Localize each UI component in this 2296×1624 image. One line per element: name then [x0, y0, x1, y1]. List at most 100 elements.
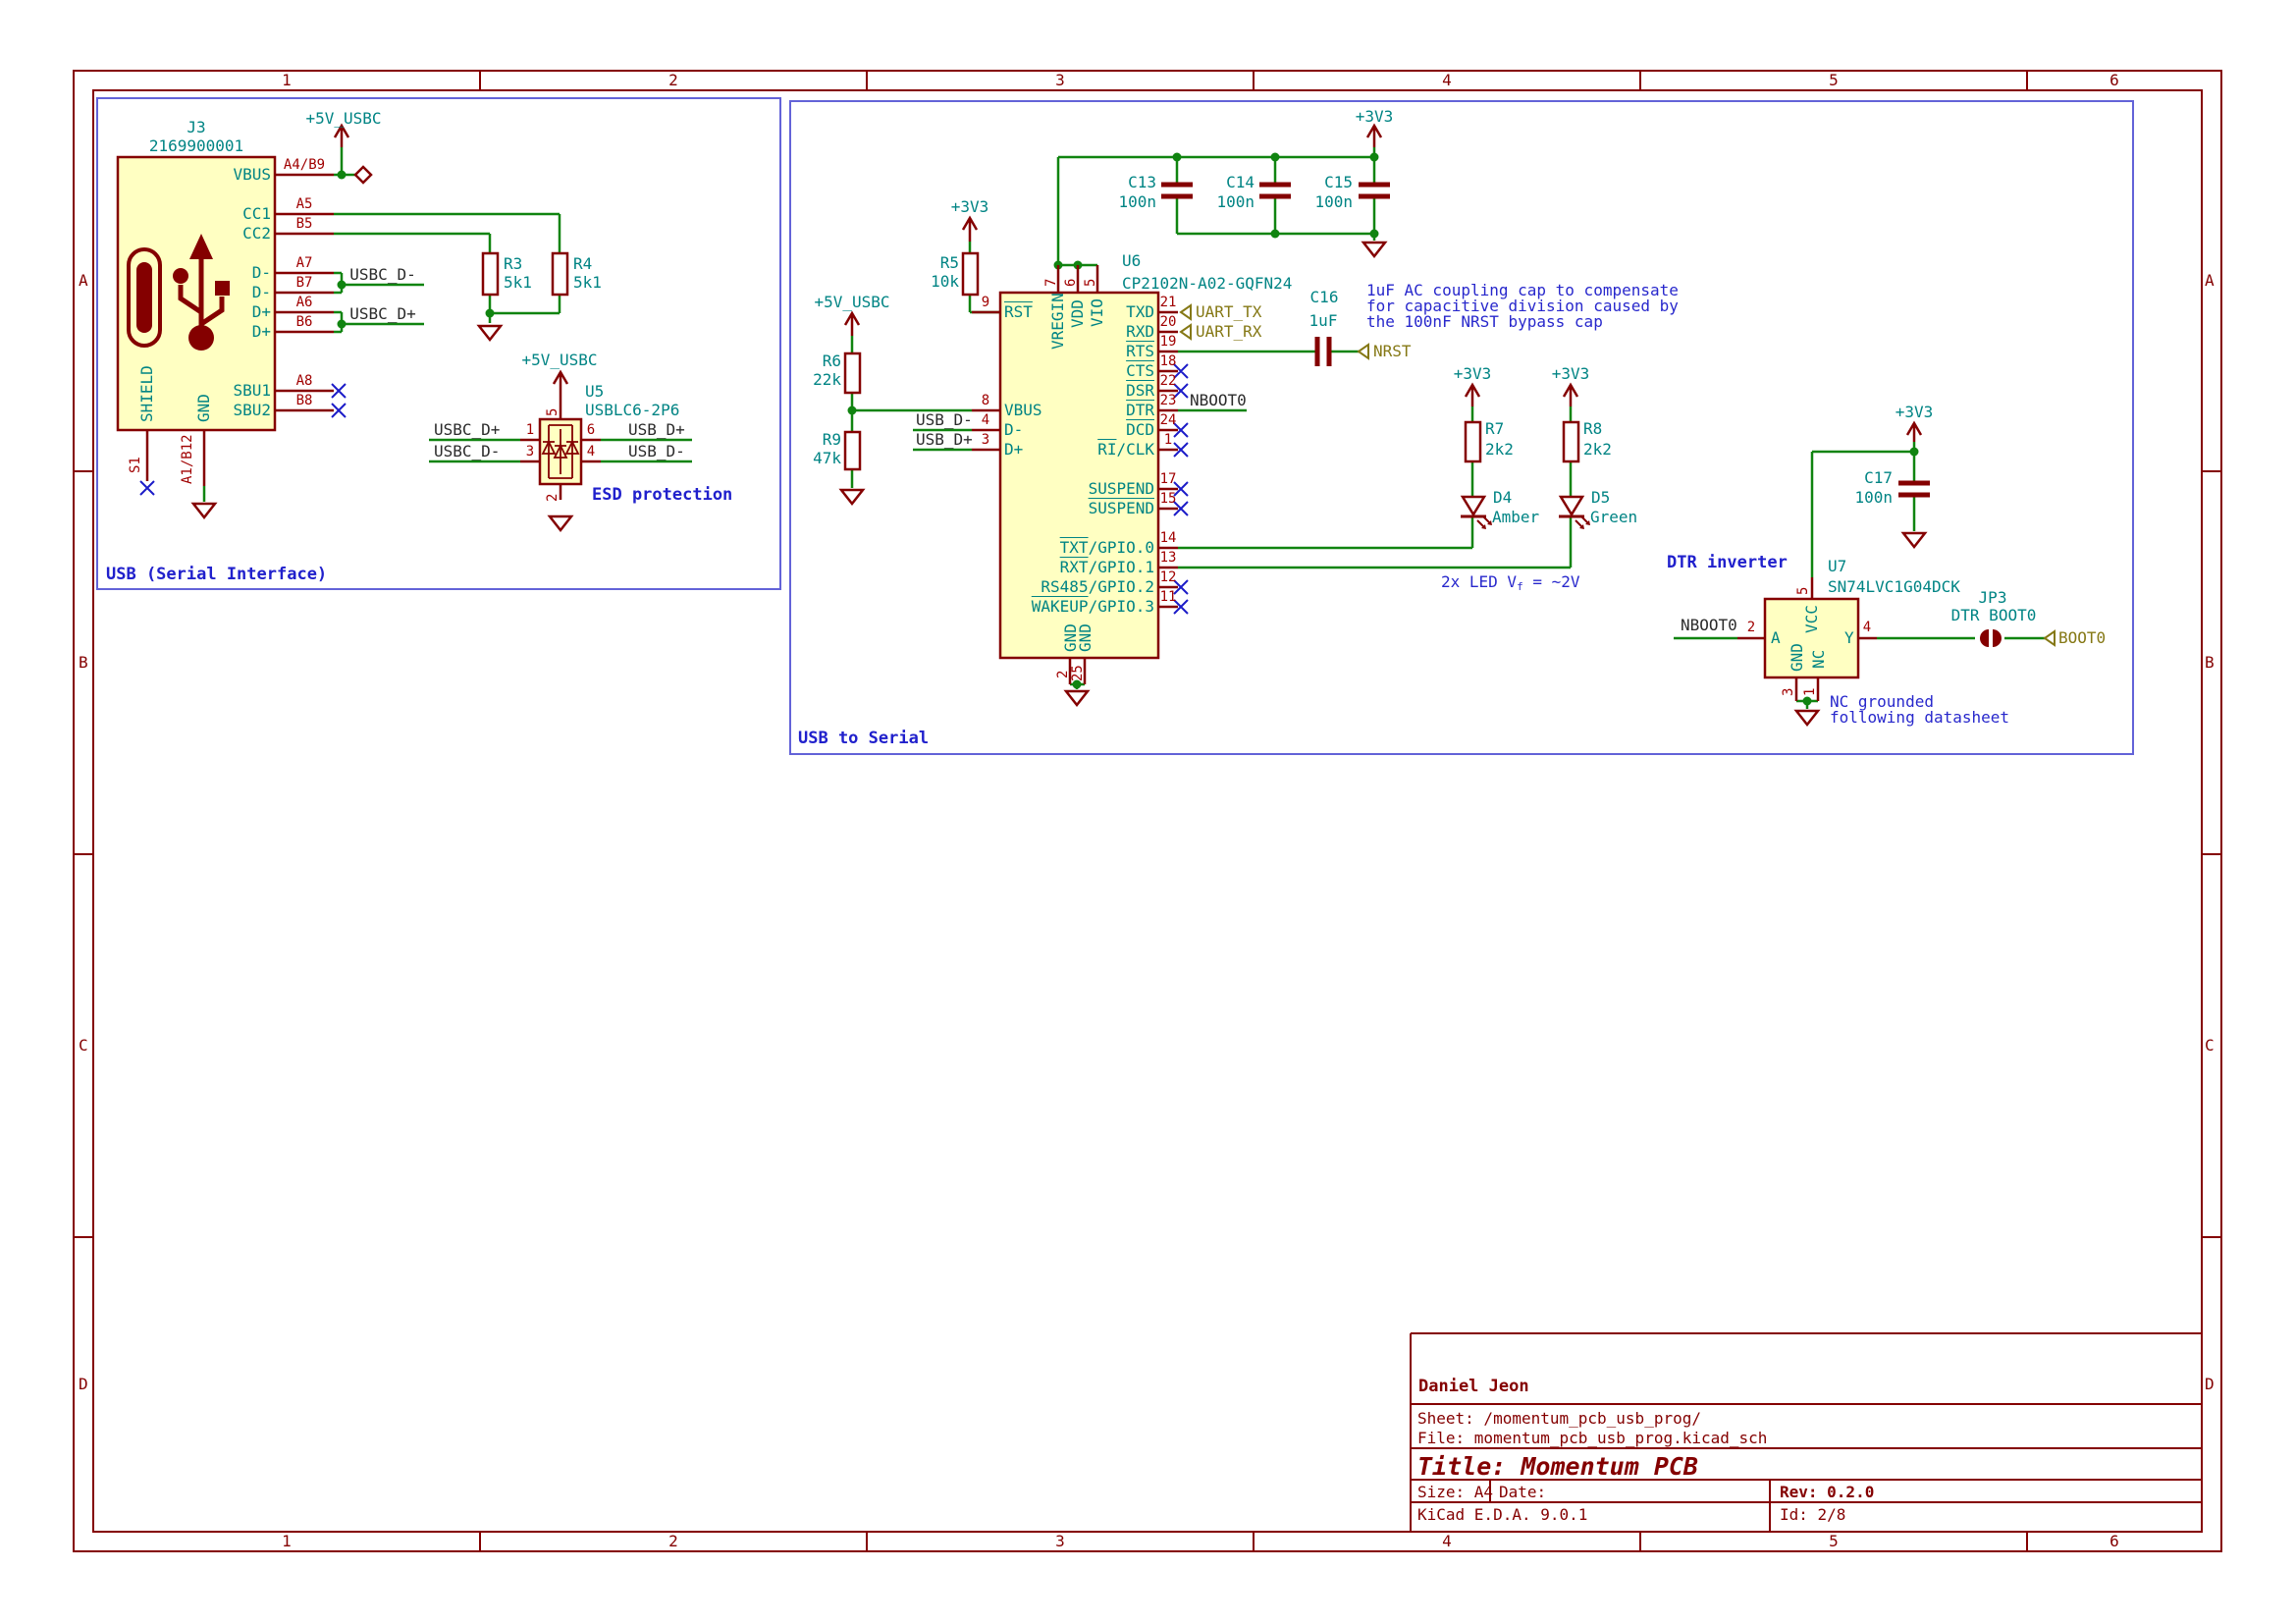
no-connect-marks — [139, 363, 1189, 615]
title-block-rev: Rev: 0.2.0 — [1780, 1483, 1875, 1501]
frame-col-label: 1 — [282, 1532, 292, 1550]
c16-ref: C16 — [1309, 288, 1339, 306]
d5-ref: D5 — [1591, 488, 1611, 507]
title-block-title: Title: Momentum PCB — [1417, 1452, 1698, 1481]
net-label-usbc-dm: USBC_D- — [349, 265, 416, 284]
u5-pin-number: 5 — [545, 407, 561, 416]
j3-pin-name-shield: SHIELD — [137, 365, 156, 422]
frame-col-label: 5 — [1829, 1532, 1839, 1550]
u6-pin-number: 1 — [1163, 432, 1173, 448]
u5-ref: U5 — [585, 382, 605, 401]
jp3-solder-jumper[interactable] — [1980, 629, 2002, 647]
u5-esd-diodes — [541, 424, 580, 479]
r7-ref: R7 — [1485, 419, 1505, 438]
r5-ref: R5 — [939, 253, 959, 272]
u6-pin-number: 25 — [1070, 665, 1086, 681]
u6-pin-number: 21 — [1159, 295, 1177, 310]
r8-ref: R8 — [1583, 419, 1603, 438]
u6-pin-name-bar: TXT — [1059, 538, 1089, 557]
u6-pin-name: SUSPEND — [1089, 501, 1154, 516]
note-dtr-inverter: DTR inverter — [1667, 553, 1788, 572]
frame-col-label: 3 — [1055, 71, 1065, 89]
note-coupling-line1: 1uF AC coupling cap to compensate — [1366, 281, 1679, 299]
u6-pin-number: 19 — [1159, 334, 1177, 350]
u7-pin-number: 3 — [1781, 687, 1796, 696]
u6-pin-number: 2 — [1055, 670, 1071, 678]
net-label-usb-dm: USB_D- — [628, 442, 685, 460]
u7-pin-number: 5 — [1795, 586, 1811, 595]
net-label-nboot0: NBOOT0 — [1190, 391, 1247, 409]
u7-pin-name-gnd: GND — [1788, 643, 1806, 672]
c17-value: 100n — [1854, 488, 1893, 507]
u6-pin-name-rest: /GPIO.3 — [1088, 597, 1154, 616]
u6-pin-number: 17 — [1159, 471, 1177, 487]
title-block-file: File: momentum_pcb_usb_prog.kicad_sch — [1417, 1429, 1768, 1447]
jp3-value: DTR BOOT0 — [1950, 606, 2037, 624]
frame-row-label: A — [2205, 271, 2215, 290]
title-block-size: Size: A4 — [1417, 1483, 1494, 1501]
note-led-vf-sub: f — [1517, 580, 1523, 593]
u6-pin-number: 24 — [1159, 412, 1177, 428]
u6-ref: U6 — [1122, 251, 1142, 270]
u5-value: USBLC6-2P6 — [585, 401, 680, 419]
global-label-uart-rx: UART_RX — [1196, 322, 1262, 341]
u6-pin-name-dp: D+ — [1004, 440, 1024, 459]
r5-value: 10k — [931, 272, 959, 291]
r8-value: 2k2 — [1583, 440, 1612, 459]
r5-body — [961, 251, 980, 297]
u5-pin-number: 6 — [586, 422, 596, 438]
r9-body — [843, 430, 862, 471]
section-usb-serial-interface — [96, 97, 781, 590]
frame-col-label: 1 — [282, 71, 292, 89]
j3-pin-name: D- — [251, 283, 271, 301]
u6-pin-name-bar: CTS — [1126, 361, 1154, 380]
u6-pin-number: 9 — [981, 295, 990, 310]
u7-inverter-symbol[interactable] — [1763, 597, 1860, 679]
u6-pin-name-rest: /CLK — [1116, 440, 1154, 459]
u6-pin-name: TXT/GPIO.0 — [1060, 540, 1154, 556]
j3-pin-number: B8 — [295, 393, 313, 408]
c16-value: 1uF — [1308, 311, 1338, 330]
global-label-glyphs — [1179, 303, 2056, 647]
u6-pin-number: 15 — [1159, 491, 1177, 507]
u6-cp2102n-symbol[interactable] — [998, 291, 1160, 660]
u6-pin-name-bar: RXT — [1059, 558, 1089, 576]
u6-pin-number: 22 — [1159, 373, 1177, 389]
u6-pin-number: 6 — [1063, 278, 1079, 287]
led-symbols[interactable] — [1460, 495, 1590, 529]
power-label-3v3: +3V3 — [950, 197, 989, 216]
u6-pin-name-rest: /GPIO.0 — [1088, 538, 1154, 557]
u7-ref: U7 — [1828, 557, 1847, 575]
title-block-sheet: Sheet: /momentum_pcb_usb_prog/ — [1417, 1409, 1701, 1428]
u6-pin-name-bar: SUSPEND — [1088, 499, 1154, 517]
sheet-frame — [73, 70, 2222, 1552]
r8-body — [1562, 420, 1580, 463]
power-label-5v-usbc: +5V_USBC — [521, 351, 598, 369]
note-nc-line1: NC grounded — [1830, 692, 1934, 711]
u6-pin-name: SUSPEND — [1089, 481, 1154, 497]
gnd-symbols — [190, 241, 1928, 728]
r3-ref: R3 — [504, 254, 523, 273]
r6-value: 22k — [813, 370, 841, 389]
note-nc-line2: following datasheet — [1830, 708, 2010, 727]
frame-row-label: A — [79, 271, 88, 290]
r3-body — [481, 251, 500, 297]
frame-row-label: D — [79, 1375, 88, 1393]
u7-pin-name-vcc: VCC — [1802, 605, 1821, 633]
title-block-tool: KiCad E.D.A. 9.0.1 — [1417, 1505, 1588, 1524]
pin-stubs — [145, 173, 1877, 701]
net-label-usbc-dm: USBC_D- — [434, 442, 501, 460]
u6-pin-name-rest: RXD — [1126, 322, 1154, 341]
power-label-5v-usbc: +5V_USBC — [814, 293, 890, 311]
note-esd-protection: ESD protection — [592, 485, 733, 505]
jp3-ref: JP3 — [1978, 588, 2007, 607]
resistor-bodies[interactable] — [481, 251, 1580, 471]
net-label-usb-dp: USB_D+ — [916, 430, 973, 449]
u6-pin-number: 4 — [981, 412, 990, 428]
u6-pin-name-vdd: VDD — [1068, 299, 1087, 328]
title-block-date: Date: — [1499, 1483, 1547, 1501]
u6-pin-name-bar: DSR — [1126, 381, 1154, 400]
note-coupling-line3: the 100nF NRST bypass cap — [1366, 312, 1603, 331]
u6-pin-name-rest: /GPIO.1 — [1088, 558, 1154, 576]
capacitor-plates[interactable] — [1161, 182, 1930, 498]
